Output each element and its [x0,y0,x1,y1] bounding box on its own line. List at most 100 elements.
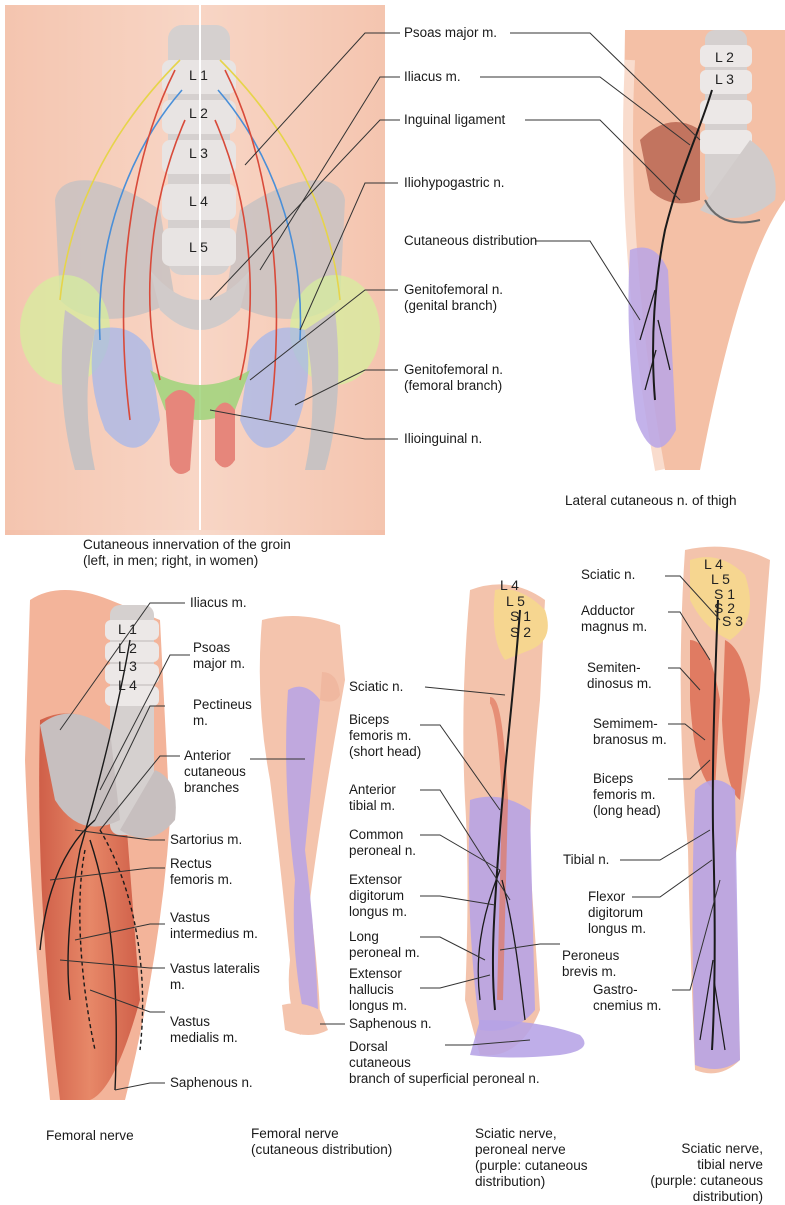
label-line: Vastus [170,1014,238,1030]
label-line: (genital branch) [404,298,503,314]
caption-title: Sciatic nerve, [475,1126,588,1142]
label-line: Extensor [349,966,407,982]
label-line: medialis m. [170,1030,238,1046]
vertebra-label: L 5 [711,572,730,587]
label-line: major m. [193,656,245,672]
label-line: Vastus [170,910,258,926]
vertebra-label: L 2 [715,50,734,65]
label-line: Biceps [593,771,661,787]
vertebra-label: L 4 [500,578,519,593]
vertebra-label: S 3 [722,614,743,629]
label-saphenous: Saphenous n. [170,1075,253,1091]
label-line: femoris m. [349,728,421,744]
caption-sciatic-peroneal: Sciatic nerve, peroneal nerve (purple: c… [475,1126,588,1190]
label-cutaneous-distribution: Cutaneous distribution [404,233,537,249]
label-extensor-hallucis-longus: Extensor hallucis longus m. [349,966,407,1014]
label-line: femoris m. [170,872,233,888]
label-line: peroneal n. [349,843,416,859]
label-vastus-intermedius: Vastus intermedius m. [170,910,258,942]
label-line: Anterior [349,782,396,798]
caption-groin: Cutaneous innervation of the groin (left… [83,537,291,569]
caption-title: Femoral nerve [251,1126,392,1142]
label-tibial: Tibial n. [563,852,609,868]
caption-title: peroneal nerve [475,1142,588,1158]
femoral-nerve-illustration [25,590,176,1100]
label-line: brevis m. [562,964,619,980]
label-line: m. [170,977,260,993]
label-line: magnus m. [581,619,647,635]
vertebra-label: L 1 [118,622,137,637]
label-line: digitorum [588,905,646,921]
label-line: Gastro- [593,982,661,998]
label-line: Anterior [184,748,246,764]
caption-femoral-cutaneous: Femoral nerve (cutaneous distribution) [251,1126,392,1158]
label-line: branosus m. [593,732,667,748]
label-sciatic: Sciatic n. [581,567,635,583]
label-iliacus: Iliacus m. [404,69,461,85]
label-line: longus m. [588,921,646,937]
label-common-peroneal: Common peroneal n. [349,827,416,859]
label-anterior-cutaneous-branches: Anterior cutaneous branches [184,748,246,796]
caption-subtitle: (left, in men; right, in women) [83,553,291,569]
label-line: peroneal m. [349,945,420,961]
label-line: Pectineus [193,697,252,713]
label-genitofemoral-femoral: Genitofemoral n. (femoral branch) [404,362,503,394]
label-psoas-major: Psoas major m. [404,25,497,41]
label-saphenous: Saphenous n. [349,1016,432,1032]
label-line: dinosus m. [587,676,652,692]
label-line: longus m. [349,904,407,920]
label-line: longus m. [349,998,407,1014]
caption-title: Cutaneous innervation of the groin [83,537,291,553]
label-line: intermedius m. [170,926,258,942]
label-inguinal-ligament: Inguinal ligament [404,112,505,128]
caption-lateral-thigh: Lateral cutaneous n. of thigh [565,493,737,509]
label-pectineus: Pectineus m. [193,697,252,729]
label-line: Genitofemoral n. [404,282,503,298]
vertebra-label: L 4 [118,678,137,693]
caption-title: tibial nerve [650,1157,763,1173]
label-anterior-tibial: Anterior tibial m. [349,782,396,814]
vertebra-label: L 5 [506,594,525,609]
label-peroneus-brevis: Peroneus brevis m. [562,948,619,980]
label-line: Psoas [193,640,245,656]
caption-subtitle: (purple: cutaneous [650,1173,763,1189]
label-line: branches [184,780,246,796]
label-biceps-femoris-long: Biceps femoris m. (long head) [593,771,661,819]
label-line: Peroneus [562,948,619,964]
vertebra-label: L 5 [189,240,208,255]
label-biceps-femoris-short: Biceps femoris m. (short head) [349,712,421,760]
label-adductor-magnus: Adductor magnus m. [581,603,647,635]
label-line: (short head) [349,744,421,760]
vertebra-label: L 3 [118,659,137,674]
caption-title: Lateral cutaneous n. of thigh [565,493,737,509]
vertebra-label: S 2 [510,625,531,640]
vertebra-label: L 4 [704,557,723,572]
caption-sciatic-tibial: Sciatic nerve, tibial nerve (purple: cut… [650,1141,763,1205]
label-ilioinguinal: Ilioinguinal n. [404,431,482,447]
label-flexor-digitorum-longus: Flexor digitorum longus m. [588,889,646,937]
vertebra-label: L 3 [189,146,208,161]
label-line: tibial m. [349,798,396,814]
label-line: Adductor [581,603,647,619]
label-line: Dorsal [349,1039,540,1055]
label-line: femoris m. [593,787,661,803]
caption-title: Sciatic nerve, [650,1141,763,1157]
label-psoas-major: Psoas major m. [193,640,245,672]
label-line: digitorum [349,888,407,904]
femoral-cutaneous-illustration [260,616,345,1035]
lateral-thigh-illustration [625,30,785,470]
caption-subtitle: (purple: cutaneous [475,1158,588,1174]
groin-illustration [5,5,385,535]
vertebra-label: L 2 [118,641,137,656]
label-line: cutaneous [349,1055,540,1071]
label-sartorius: Sartorius m. [170,832,242,848]
label-line: Flexor [588,889,646,905]
label-long-peroneal: Long peroneal m. [349,929,420,961]
label-line: Long [349,929,420,945]
vertebra-label: L 2 [189,106,208,121]
caption-femoral: Femoral nerve [46,1128,134,1144]
label-gastrocnemius: Gastro- cnemius m. [593,982,661,1014]
label-genitofemoral-genital: Genitofemoral n. (genital branch) [404,282,503,314]
sciatic-peroneal-illustration [463,584,584,1057]
label-rectus-femoris: Rectus femoris m. [170,856,233,888]
